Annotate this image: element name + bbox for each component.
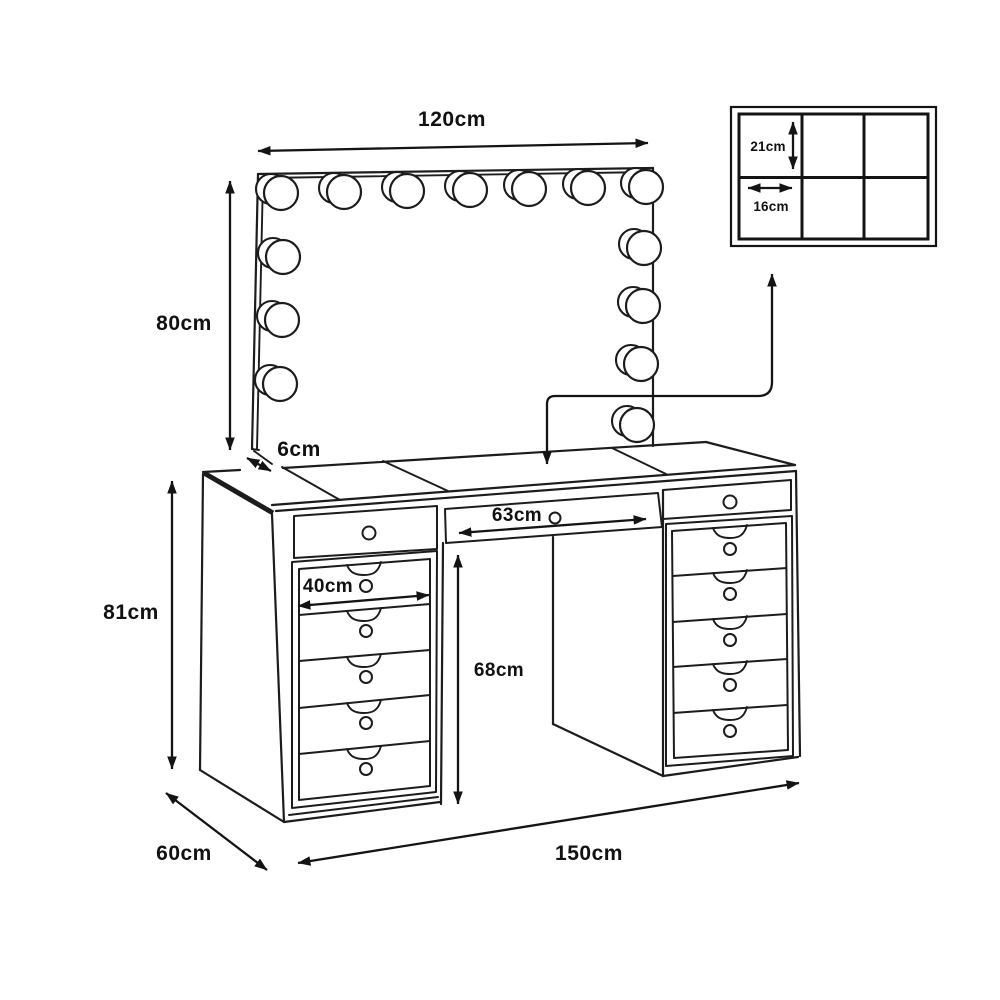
drawer-handle-notch: [346, 607, 382, 622]
drawer-knob: [723, 587, 737, 601]
drawer-knob: [723, 633, 737, 647]
dim-side-drawer-width: 40cm: [297, 576, 430, 610]
light-bulb: [614, 343, 660, 383]
hollywood-mirror: [250, 166, 665, 465]
dim-middle-drawer-width: 63cm: [458, 505, 647, 537]
dim-table-width: 150cm: [297, 780, 800, 866]
drawer-handle-notch: [346, 561, 382, 576]
light-bulb: [380, 170, 426, 210]
drawer-knob: [361, 525, 377, 541]
left-drawer-pedestal: [198, 472, 445, 824]
light-bulb: [616, 285, 662, 325]
right-drawer-pedestal: [661, 469, 802, 778]
middle-drawer: [444, 492, 663, 544]
mirror-frame-depth-label: 6cm: [277, 438, 321, 461]
drawer-handle-notch: [712, 569, 748, 584]
mirror-frame: [250, 166, 655, 465]
drawer-handle-notch: [712, 524, 748, 539]
light-bulb: [255, 299, 301, 339]
vanity-table: [198, 440, 802, 824]
drawer-knob: [359, 762, 373, 776]
table-height-label: 81cm: [103, 601, 159, 624]
light-bulb: [561, 167, 607, 207]
drawer-handle-notch: [712, 615, 748, 630]
light-bulb: [617, 227, 663, 267]
dimension-annotations: 120cm 80cm 6cm 81cm 60cm 150cm 63cm 68c: [103, 108, 800, 871]
tabletop: [201, 440, 798, 516]
right-top-drawer: [662, 479, 792, 520]
dim-knee-space-height: 68cm: [453, 554, 524, 805]
light-bulb: [619, 166, 665, 206]
table-width-arrow: [297, 780, 800, 866]
drawer-handle-notch: [346, 653, 382, 668]
light-bulb: [610, 404, 656, 444]
inset-callout-arrow: [542, 273, 777, 465]
drawer-handle-notch: [712, 706, 748, 721]
dim-mirror-width: 120cm: [257, 108, 649, 156]
dim-mirror-frame-depth: 6cm: [246, 438, 321, 473]
dim-mirror-height: 80cm: [156, 180, 235, 451]
dim-table-depth: 60cm: [156, 792, 268, 871]
table-depth-label: 60cm: [156, 842, 212, 865]
middle-drawer-width-label: 63cm: [492, 505, 542, 526]
table-width-label: 150cm: [555, 842, 623, 865]
dim-table-height: 81cm: [103, 480, 177, 770]
drawer-knob: [359, 670, 373, 684]
mirror-width-label: 120cm: [418, 108, 486, 131]
light-bulb: [443, 169, 489, 209]
organizer-detail-inset: 21cm 16cm: [729, 105, 938, 248]
drawer-handle-notch: [346, 699, 382, 714]
light-bulb: [253, 363, 299, 403]
drawer-handle-notch: [346, 745, 382, 760]
light-bulb: [254, 172, 300, 212]
organizer-cell-depth-label: 21cm: [750, 139, 785, 154]
drawer-handle-notch: [712, 660, 748, 675]
knee-space-height-label: 68cm: [474, 660, 524, 681]
drawer-knob: [723, 724, 737, 738]
organizer-cell-width-label: 16cm: [753, 199, 788, 214]
middle-drawer-width-arrow: [458, 515, 647, 537]
drawer-knob: [548, 511, 562, 525]
side-drawer-width-arrow: [297, 591, 430, 610]
knee-space: [551, 535, 665, 778]
drawer-knob: [359, 579, 373, 593]
drawer-knob: [723, 542, 737, 556]
drawer-knob: [359, 624, 373, 638]
light-bulb: [317, 171, 363, 211]
mirror-width-arrow: [257, 138, 649, 156]
drawer-knob: [723, 678, 737, 692]
drawer-knob: [722, 494, 738, 510]
light-bulb: [256, 236, 302, 276]
left-top-drawer: [293, 505, 438, 559]
table-depth-arrow: [165, 792, 268, 871]
drawer-knob: [359, 716, 373, 730]
mirror-height-label: 80cm: [156, 312, 212, 335]
side-drawer-width-label: 40cm: [303, 576, 353, 597]
light-bulb: [502, 168, 548, 208]
mirror-frame-depth-arrow: [246, 456, 272, 473]
